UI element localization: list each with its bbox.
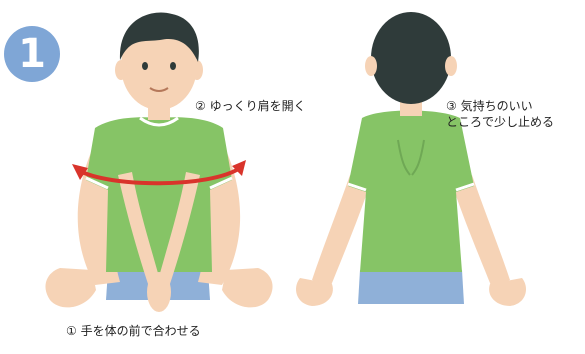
front-face (121, 22, 197, 110)
front-left-sleeve-stripe (85, 176, 109, 190)
back-hair (371, 12, 451, 104)
open-arrow (77, 166, 242, 186)
front-left-forearm (118, 172, 162, 290)
back-shoulder-blades (397, 139, 425, 176)
back-left-ear (365, 56, 377, 76)
front-right-sleeve-stripe (209, 176, 233, 190)
back-left-sleeve-stripe (347, 182, 367, 192)
front-left-eye (142, 62, 148, 70)
step-number-badge: 1 (4, 26, 60, 82)
caption-hold-line2: ところで少し止める (446, 115, 555, 129)
front-left-hand (45, 268, 96, 308)
back-right-ear (445, 56, 457, 76)
back-left-hand (296, 278, 333, 306)
front-right-hand (222, 268, 273, 308)
back-right-arm (454, 175, 510, 288)
front-hair (119, 12, 199, 62)
caption-hands-together: ① 手を体の前で合わせる (66, 324, 201, 338)
caption-hold: ③ 気持ちのいい ところで少し止める (446, 98, 554, 130)
front-right-ear (191, 60, 203, 80)
front-shirt (86, 117, 232, 272)
back-pants (358, 270, 464, 304)
back-right-hand (489, 278, 526, 306)
front-collar (139, 116, 179, 127)
open-arrow-left-head (72, 164, 88, 180)
back-figure (296, 12, 526, 306)
caption-open-shoulders: ② ゆっくり肩を開く (195, 99, 306, 113)
caption-hold-line1: ③ 気持ちのいい (446, 99, 533, 113)
front-hands (147, 272, 171, 312)
back-left-arm (312, 175, 368, 288)
open-arrow-right-head (232, 160, 246, 176)
front-left-ear (115, 60, 127, 80)
back-shirt (348, 110, 474, 272)
front-mouth (149, 87, 169, 92)
front-right-forearm (156, 172, 200, 290)
back-right-sleeve-stripe (455, 182, 475, 192)
front-figure (45, 12, 273, 312)
front-right-eye (170, 62, 176, 70)
